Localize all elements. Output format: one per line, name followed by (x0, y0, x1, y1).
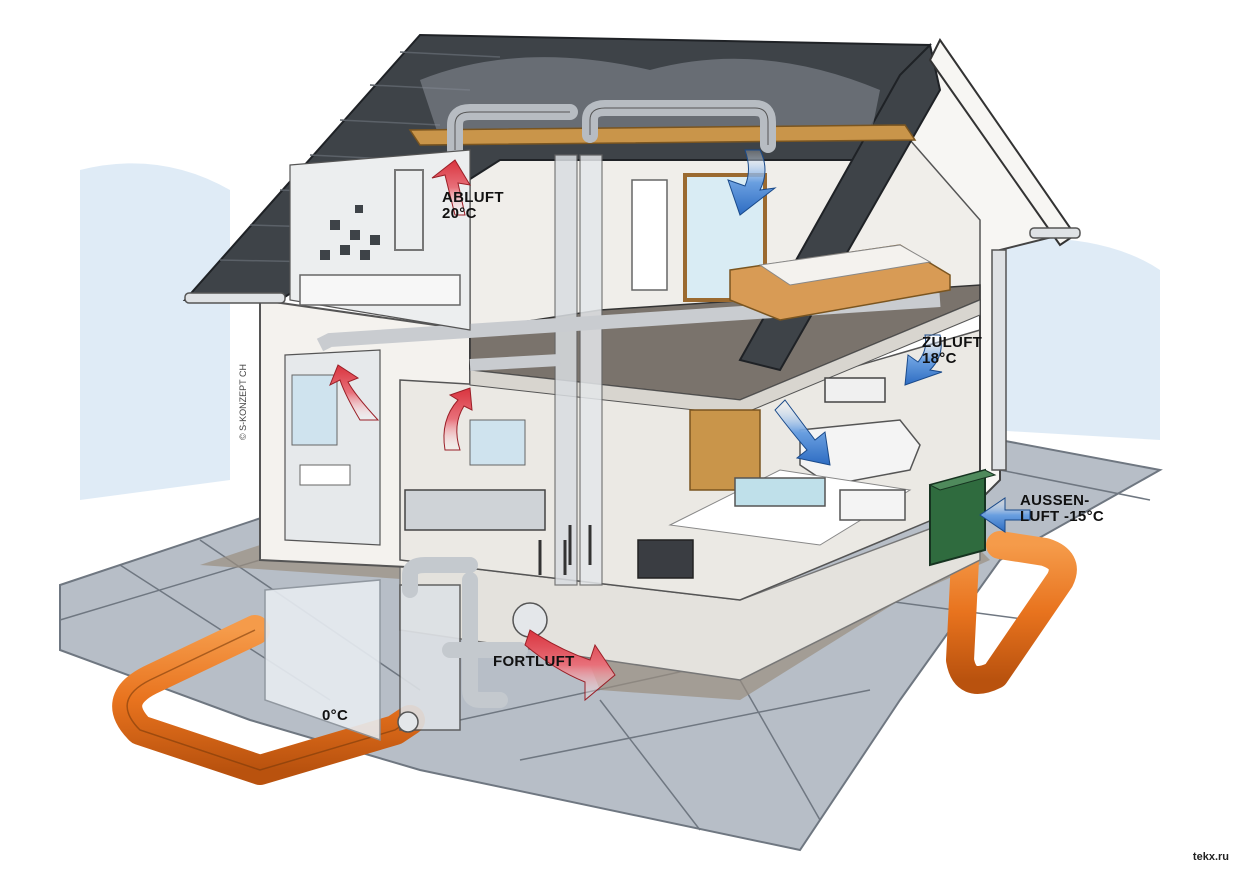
shower-window (292, 375, 337, 445)
gutter-left (185, 293, 285, 303)
vertical-duct-shaft-2 (580, 155, 602, 585)
ground-temp-label: 0°C (322, 708, 348, 724)
abluft-label: ABLUFT 20°C (442, 190, 504, 222)
watermark: tekx.ru (1193, 851, 1229, 863)
tv (638, 540, 693, 578)
downpipe-right (992, 250, 1006, 470)
zuluft-label: ZULUFT 18°C (922, 335, 982, 367)
bench (840, 490, 905, 520)
ground-floor-duct (470, 360, 560, 365)
vertical-duct-shaft (555, 155, 577, 585)
wall-control-panel (825, 378, 885, 402)
gutter-right (1030, 228, 1080, 238)
ground-intake-connection (398, 712, 418, 732)
kitchen-counter (405, 490, 545, 530)
aussenluft-label: AUSSEN- LUFT -15°C (1020, 493, 1104, 525)
sky-right (990, 238, 1160, 440)
kitchen-window (470, 420, 525, 465)
door-upper (632, 180, 667, 290)
sky-left (80, 163, 230, 500)
washbasin (300, 465, 350, 485)
artist-signature: © S-KONZEPT CH (238, 364, 248, 440)
coffee-table (735, 478, 825, 506)
bathtub (300, 275, 460, 305)
fortluft-label: FORTLUFT (493, 654, 575, 670)
